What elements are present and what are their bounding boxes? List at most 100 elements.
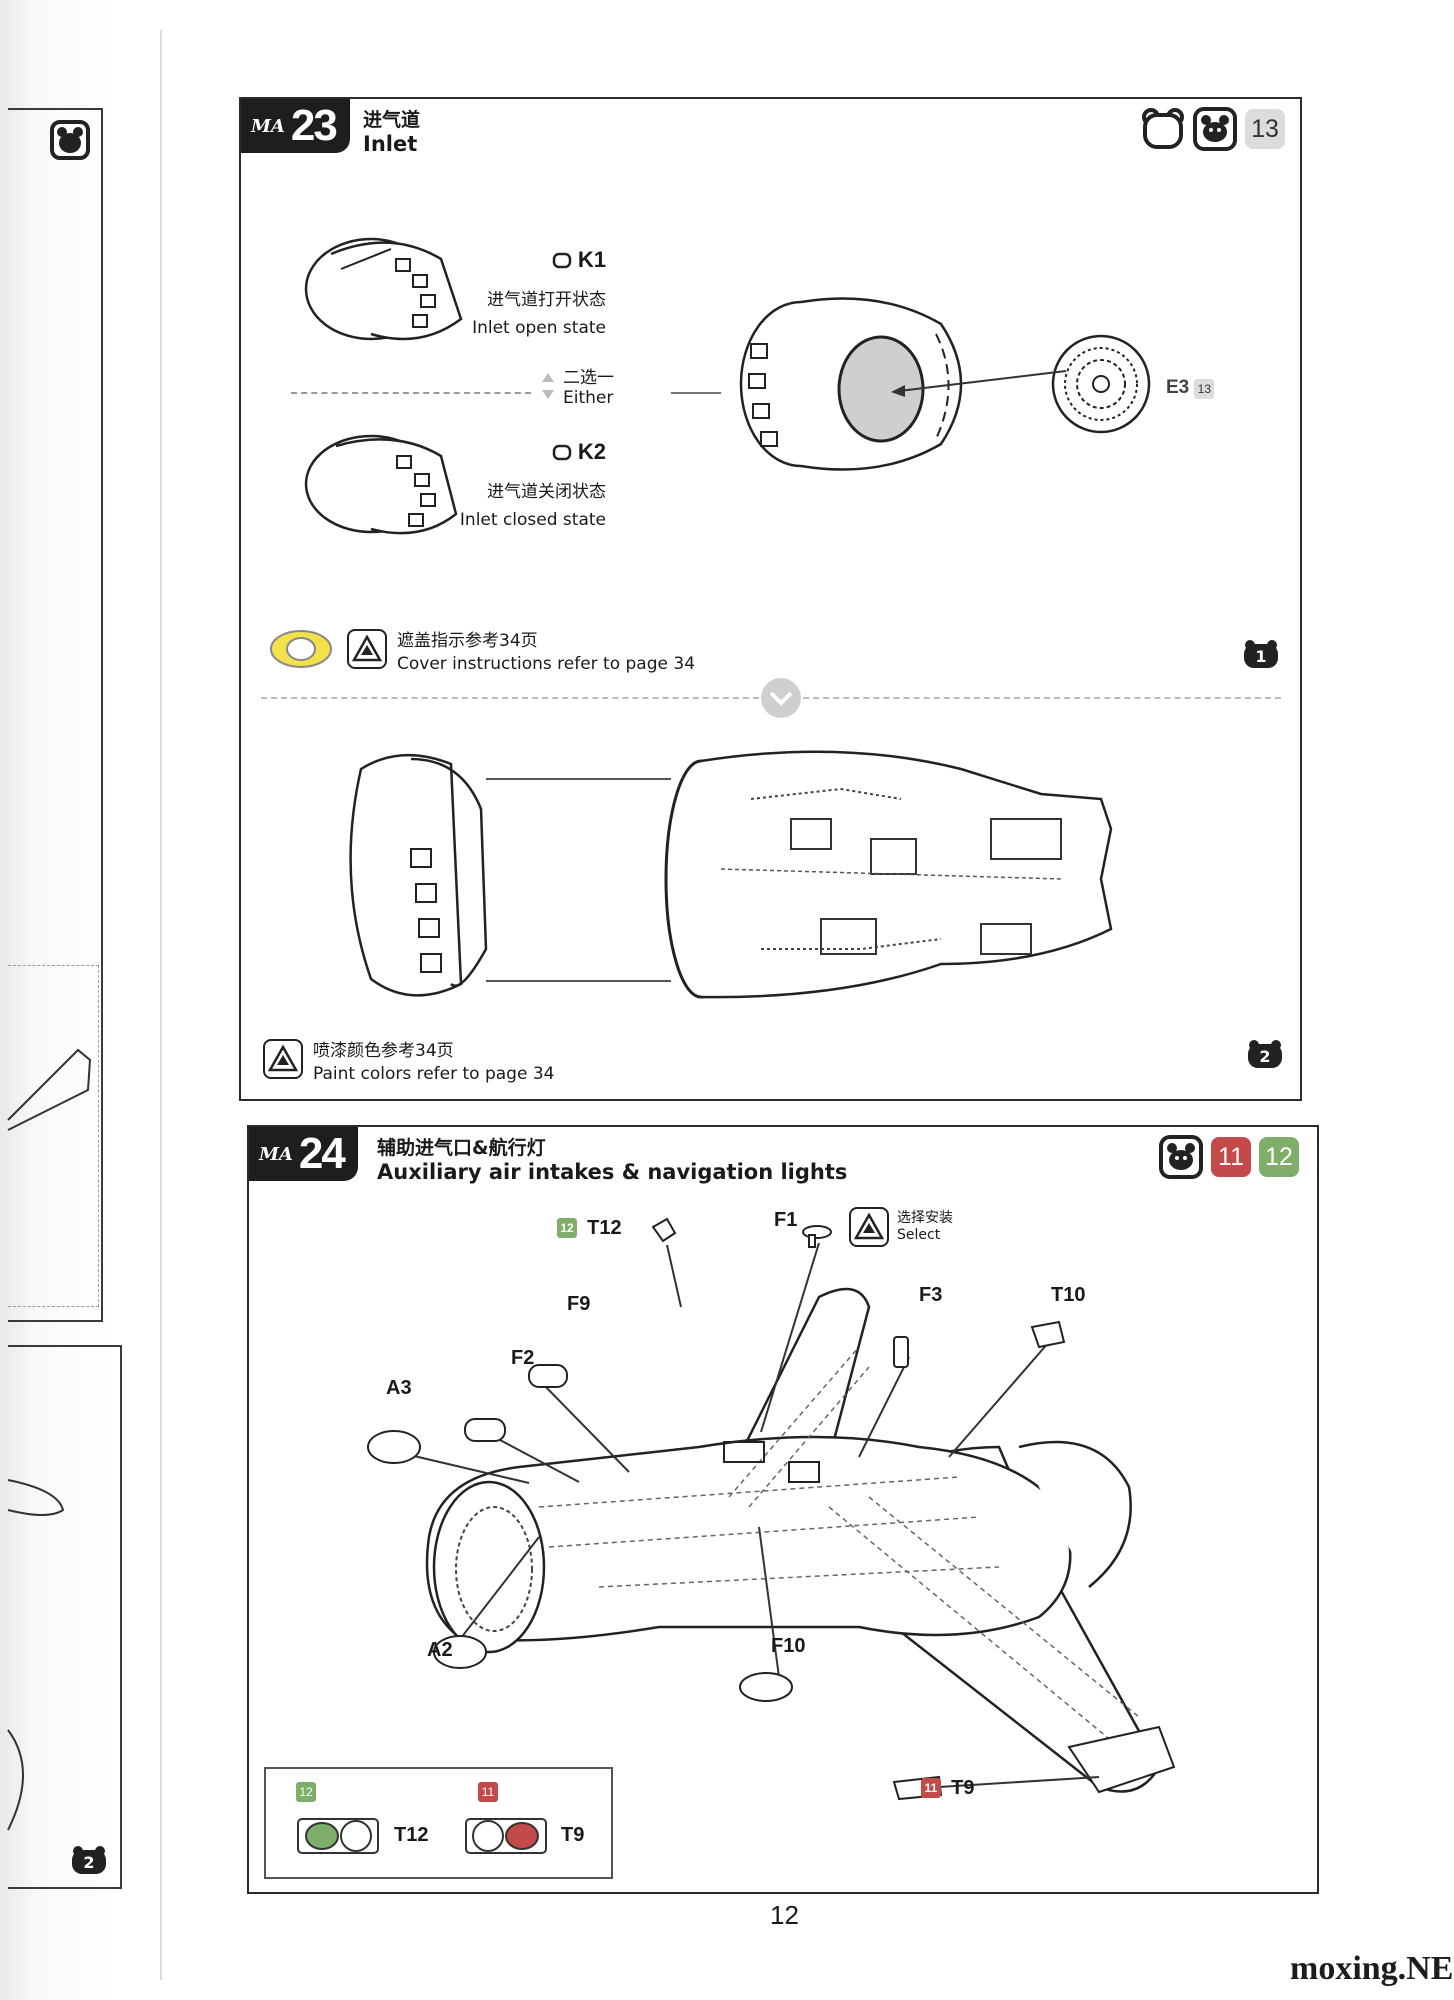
left-page-fragment: 2 — [0, 0, 160, 2000]
step-number: 24 — [298, 1129, 346, 1178]
step-23-title: 进气道 Inlet — [363, 105, 420, 156]
left-step-box-top — [8, 108, 103, 1322]
chevron-down-icon — [761, 678, 801, 718]
part-t10: T10 — [1051, 1284, 1086, 1306]
option-k2: K2 进气道关闭状态 Inlet closed state — [416, 439, 606, 530]
option-k1: K1 进气道打开状态 Inlet open state — [431, 247, 606, 338]
legend-item-t12: 12 — [296, 1781, 316, 1802]
title-cn: 辅助进气口&航行灯 — [377, 1137, 546, 1159]
sub-step-number: 1 — [1255, 647, 1267, 666]
part-t9-sprue: 11 — [921, 1778, 941, 1799]
option-k2-desc-cn: 进气道关闭状态 — [487, 482, 606, 502]
either-cn: 二选一 — [563, 368, 614, 388]
title-cn: 进气道 — [363, 109, 421, 131]
sub-step-1: 1 — [1242, 639, 1280, 669]
part-f1: F1 — [774, 1209, 798, 1231]
part-f10: F10 — [771, 1635, 806, 1657]
part-t12-label: 12 T12 — [557, 1214, 622, 1240]
step-23-tag: MA 23 — [241, 99, 350, 153]
part-t9-label: 11 T9 — [921, 1774, 974, 1800]
left-inlet-fragment-drawing — [7, 1729, 24, 1831]
sprue-badge-12: 12 — [1259, 1137, 1299, 1177]
part-f2: F2 — [511, 1347, 535, 1369]
legend-part: T12 — [394, 1824, 429, 1846]
step-24-tag: MA 24 — [249, 1127, 358, 1181]
option-k2-part: K2 — [416, 439, 606, 465]
bear-step-icon — [72, 1846, 106, 1874]
paint-note-cn: 喷漆颜色参考34页 — [313, 1041, 454, 1061]
step-24-title: 辅助进气口&航行灯 Auxiliary air intakes & naviga… — [377, 1133, 847, 1184]
part-a2: A2 — [427, 1639, 453, 1661]
legend-part: T9 — [561, 1824, 585, 1846]
caution-icon — [849, 1207, 889, 1247]
bear-face-icon — [1159, 1135, 1203, 1179]
fan-disk-drawing — [1051, 334, 1151, 434]
option-k1-desc-en: Inlet open state — [472, 318, 606, 338]
part-f3: F3 — [919, 1284, 943, 1306]
updown-arrow-icon — [542, 372, 554, 399]
aircraft-assembly-drawing — [425, 1287, 1176, 1794]
bear-outline-small-icon — [552, 444, 572, 461]
fan-disk-leader — [891, 370, 1067, 397]
step-24-header-badges: 11 12 — [1159, 1135, 1299, 1179]
legend-item-t9: 11 — [478, 1781, 498, 1802]
bear-step-icon — [1248, 1040, 1282, 1068]
option-k1-desc-cn: 进气道打开状态 — [487, 290, 606, 310]
sprue-badge-13: 13 — [1245, 109, 1285, 149]
inlet-open-drawing — [304, 237, 463, 341]
left-bear-icon — [50, 120, 90, 160]
brand-logo: MA — [251, 115, 285, 137]
left-step-box-bottom — [8, 1345, 122, 1889]
paint-note: 喷漆颜色参考34页 Paint colors refer to page 34 — [313, 1036, 554, 1084]
paint-note-en: Paint colors refer to page 34 — [313, 1064, 555, 1084]
caution-icon — [263, 1039, 303, 1079]
either-leader — [671, 392, 721, 394]
bear-icon — [50, 120, 90, 160]
left-panel-divider — [8, 965, 99, 1307]
part-e3: E3 — [1166, 377, 1190, 398]
bear-step-icon — [1244, 640, 1278, 668]
part-t12-sprue: 12 — [557, 1218, 577, 1239]
inlet-fuselage-assembly-drawing — [349, 750, 1113, 999]
bear-outline-icon — [1142, 108, 1184, 149]
legend-sprue: 11 — [478, 1781, 498, 1802]
title-en: Auxiliary air intakes & navigation light… — [377, 1160, 848, 1184]
sub-step-number: 2 — [1259, 1047, 1271, 1066]
legend-sprue: 12 — [296, 1781, 316, 1802]
red-light-part-drawing — [465, 1818, 547, 1854]
step-23-box: MA 23 进气道 Inlet 13 — [239, 97, 1302, 1101]
either-en: Either — [563, 388, 614, 408]
option-k1-part: K1 — [431, 247, 606, 273]
select-note: 选择安装 Select — [897, 1207, 953, 1243]
page-number: 12 — [770, 1900, 799, 1930]
part-e3-label: E3 13 — [1166, 377, 1215, 399]
sub-step-number: 2 — [83, 1853, 95, 1872]
inlet-closed-drawing — [304, 434, 458, 535]
step-23-header-badges: 13 — [1141, 107, 1285, 151]
title-en: Inlet — [363, 132, 418, 156]
bear-face-icon — [1193, 107, 1237, 151]
either-marker: 二选一 Either — [541, 363, 614, 408]
sub-step-2: 2 — [1246, 1039, 1284, 1069]
cover-note-cn: 遮盖指示参考34页 — [397, 631, 538, 651]
part-e3-sprue: 13 — [1194, 378, 1215, 399]
left-sub-step-2: 2 — [70, 1845, 108, 1875]
part-t9: T9 — [951, 1777, 975, 1799]
part-a3: A3 — [386, 1377, 412, 1399]
step-24-box: MA 24 辅助进气口&航行灯 Auxiliary air intakes & … — [247, 1125, 1319, 1894]
green-light-part-drawing — [297, 1818, 379, 1854]
caution-icon — [347, 629, 387, 669]
cover-note-en: Cover instructions refer to page 34 — [397, 654, 696, 674]
either-divider — [291, 392, 531, 394]
part-t12: T12 — [587, 1217, 622, 1239]
part-f9: F9 — [567, 1293, 591, 1315]
light-color-legend: 12 T12 11 T9 — [264, 1767, 613, 1879]
part-leader-lines — [367, 1217, 1100, 1801]
select-note-en: Select — [897, 1227, 941, 1243]
cover-note: 遮盖指示参考34页 Cover instructions refer to pa… — [397, 626, 695, 674]
select-note-cn: 选择安装 — [897, 1210, 953, 1226]
left-wing-fragment-drawing — [7, 1048, 92, 1131]
left-part-fragment-drawing — [7, 1479, 65, 1516]
bear-outline-small-icon — [552, 252, 572, 269]
step-number: 23 — [290, 101, 338, 150]
